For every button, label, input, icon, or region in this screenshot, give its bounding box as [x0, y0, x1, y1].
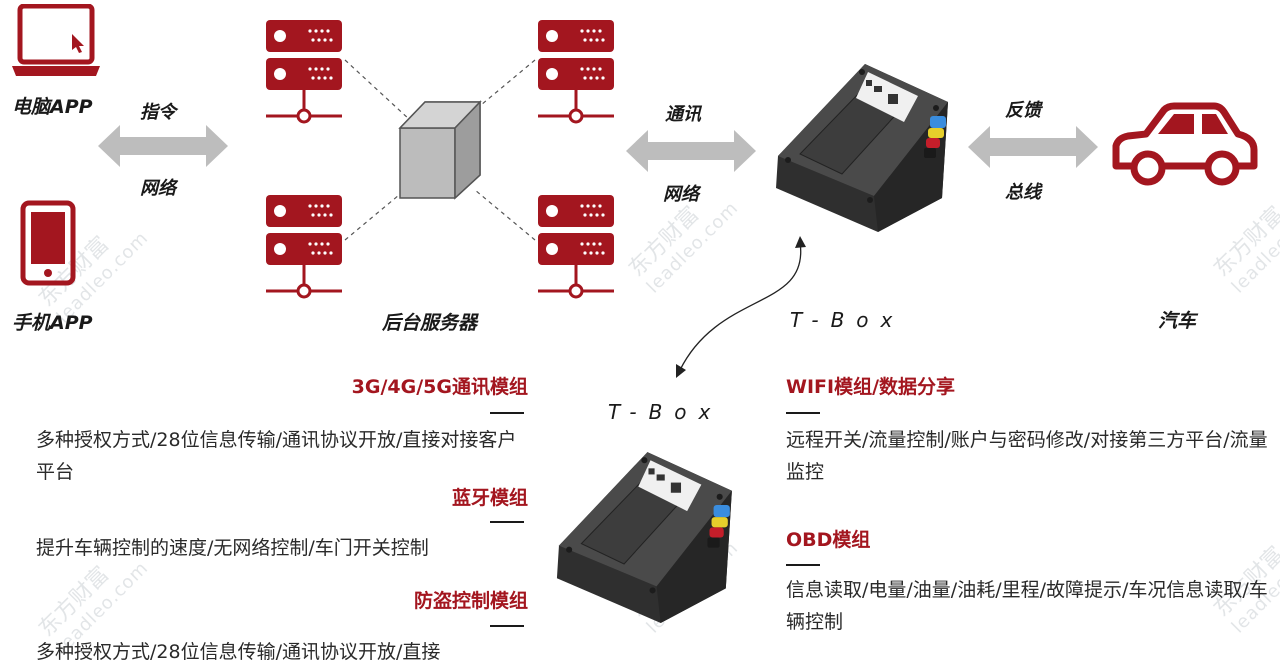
module-wifi-divider	[786, 412, 820, 414]
arrow-label-network: 网络	[663, 184, 699, 205]
watermark: 东方财富 leadleo.com	[1205, 175, 1280, 297]
tbox-device-icon	[550, 448, 750, 626]
car-label: 汽车	[1158, 310, 1197, 332]
server-icon	[538, 195, 614, 299]
module-obd-title: OBD模组	[786, 529, 871, 551]
server-icon	[266, 20, 342, 124]
module-bluetooth-desc: 提升车辆控制的速度/无网络控制/车门开关控制	[36, 537, 429, 559]
module-comm-desc: 多种授权方式/28位信息传输/通讯协议开放/直接对接客户平台	[36, 429, 517, 483]
tbox-device-icon	[770, 60, 965, 235]
module-obd-divider	[786, 564, 820, 566]
arrow-label-communication: 通讯	[665, 104, 701, 125]
arrow-label-command: 指令	[140, 102, 176, 123]
module-antitheft-desc: 多种授权方式/28位信息传输/通讯协议开放/直接	[36, 641, 441, 663]
module-comm-divider	[490, 412, 524, 414]
module-bluetooth-title: 蓝牙模组	[451, 487, 528, 509]
tbox-top-label: T-Box	[790, 308, 905, 332]
phone-app-label: 手机APP	[12, 312, 93, 334]
tbox-center-label: T-Box	[608, 400, 723, 424]
laptop-icon	[10, 4, 102, 78]
car-icon	[1108, 100, 1260, 188]
module-wifi-title: WIFI模组/数据分享	[786, 376, 956, 398]
module-antitheft-title: 防盗控制模组	[413, 590, 528, 612]
arrow-label-feedback: 反馈	[1005, 100, 1041, 121]
double-arrow-icon	[98, 123, 228, 169]
double-arrow-icon	[968, 124, 1098, 170]
module-comm-title: 3G/4G/5G通讯模组	[351, 376, 528, 398]
cube-icon	[398, 100, 482, 200]
server-icon	[538, 20, 614, 124]
double-arrow-icon	[626, 128, 756, 174]
curved-double-arrow	[676, 236, 806, 378]
module-obd-desc: 信息读取/电量/油量/油耗/里程/故障提示/车况信息读取/车辆控制	[786, 579, 1268, 633]
module-antitheft-divider	[490, 625, 524, 627]
arrow-label-network: 网络	[140, 178, 176, 199]
tablet-icon	[20, 200, 76, 286]
arrow-label-bus: 总线	[1005, 182, 1041, 203]
module-wifi-desc: 远程开关/流量控制/账户与密码修改/对接第三方平台/流量监控	[786, 429, 1268, 483]
module-bluetooth-divider	[490, 521, 524, 523]
server-network	[266, 20, 614, 299]
pc-app-label: 电脑APP	[12, 96, 93, 118]
server-icon	[266, 195, 342, 299]
backend-servers-label: 后台服务器	[382, 312, 478, 334]
